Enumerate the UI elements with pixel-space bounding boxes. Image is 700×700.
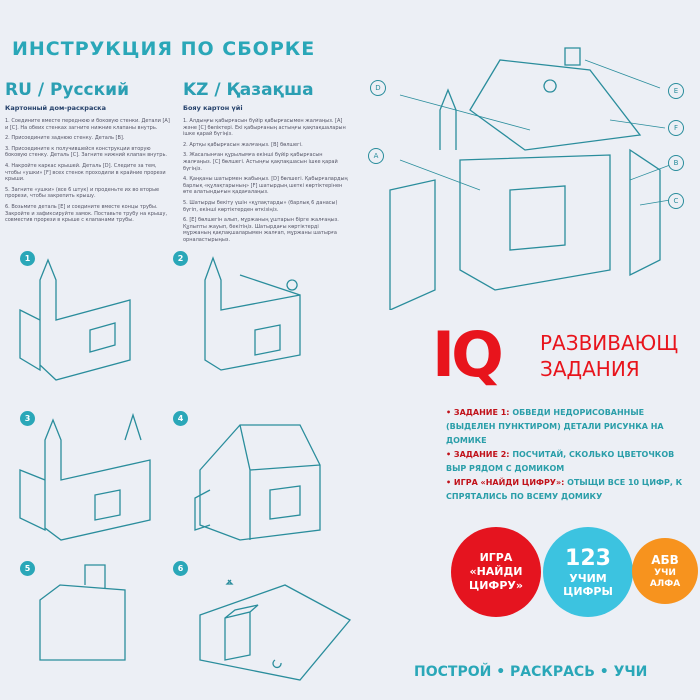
- page-title: ИНСТРУКЦИЯ ПО СБОРКЕ: [12, 38, 316, 60]
- task-3-text: ОТЫЩИ ВСЕ 10 ЦИФР, К СПРЯТАЛИСЬ ПО ВСЕМУ…: [446, 478, 683, 501]
- part-label-a: A: [368, 148, 384, 164]
- ru-step: 1. Соедините вместе переднюю и боковую с…: [5, 118, 170, 131]
- assembly-steps-illustration: [19, 256, 352, 681]
- step-2-drawing: [204, 256, 301, 371]
- iq-tasks: • ЗАДАНИЕ 1: ОБВЕДИ НЕДОРИСОВАННЫЕ (ВЫДЕ…: [446, 406, 692, 504]
- badge-line: «НАЙДИ: [469, 565, 523, 578]
- badge-line: УЧИМ: [569, 572, 607, 585]
- kz-step: 4. Қаңқаны шатырмен жабыңыз. [D] бөлшегі…: [183, 176, 348, 196]
- ru-step: 2. Присоедините заднюю стенку. Деталь [B…: [5, 135, 125, 142]
- step-number-2: 2: [173, 251, 188, 266]
- ru-heading: RU / Русский: [5, 80, 129, 100]
- letter-blocks-icon: АБВ: [651, 552, 679, 567]
- kz-step: 3. Жасалынған құрылымға екінші бүйір қаб…: [183, 152, 338, 172]
- badge-line: УЧИ: [654, 567, 676, 578]
- step-number-1: 1: [20, 251, 35, 266]
- task-1: • ЗАДАНИЕ 1: ОБВЕДИ НЕДОРИСОВАННЫЕ (ВЫДЕ…: [446, 408, 664, 445]
- ru-subtitle: Картонный дом-раскраска: [5, 104, 106, 112]
- kz-subtitle: Бояу картон үйі: [183, 104, 243, 112]
- ru-step: 4. Накройте каркас крышей. Деталь [D]. С…: [5, 162, 166, 183]
- badge-line: ЦИФРУ»: [469, 579, 523, 592]
- ru-step: 6. Возьмите деталь [E] и соедините вмест…: [5, 203, 168, 224]
- footer-slogan: ПОСТРОЙ • РАСКРАСЬ • УЧИ: [414, 664, 648, 680]
- ru-steps: 1. Соедините вместе переднюю и боковую с…: [5, 118, 170, 224]
- part-label-e: E: [668, 83, 684, 99]
- kz-step: 1. Алдыңғы қабырғасын бүйір қабырғасымен…: [183, 118, 346, 138]
- badge-line: ЦИФРЫ: [563, 585, 613, 598]
- kz-step: 2. Артқы қабырғасын жалғаңыз. [B] бөлшег…: [183, 141, 303, 148]
- step-number-4: 4: [173, 411, 188, 426]
- step-1-drawing: [19, 258, 131, 381]
- badge-line: АЛФА: [649, 578, 681, 589]
- step-6-drawing: [199, 579, 352, 681]
- exploded-house-diagram: [389, 47, 671, 310]
- ru-step: 5. Загните «ушки» (все 6 штук) и продень…: [5, 186, 160, 200]
- kz-heading: KZ / Қазақша: [183, 80, 314, 100]
- kz-step: 6. [E] бөлшегін алып, мұржаның ұштарын б…: [183, 217, 339, 243]
- part-label-c: C: [668, 193, 684, 209]
- iq-logo: IQ: [432, 318, 504, 391]
- task-3: • ИГРА «НАЙДИ ЦИФРУ»: ОТЫЩИ ВСЕ 10 ЦИФР,…: [446, 478, 683, 501]
- step-5-drawing: [39, 564, 126, 661]
- iq-heading-line1: РАЗВИВАЮЩ: [540, 331, 679, 355]
- part-label-f: F: [668, 120, 684, 136]
- ru-instructions: RU / Русский Картонный дом-раскраска 1. …: [5, 80, 170, 228]
- task-2-text: ПОСЧИТАЙ, СКОЛЬКО ЦВЕТОЧКОВ ВЫР РЯДОМ С …: [446, 450, 675, 473]
- iq-heading-line2: ЗАДАНИЯ: [540, 357, 640, 381]
- digits-icon: 123: [565, 546, 611, 571]
- ru-step: 3. Присоедините к получившейся конструкц…: [5, 145, 167, 159]
- kz-step: 5. Шатырды бекіту үшін «құлақтарды» (бар…: [183, 199, 338, 213]
- kz-instructions: KZ / Қазақша Бояу картон үйі 1. Алдыңғы …: [183, 80, 348, 248]
- badge-line: ИГРА: [479, 551, 513, 564]
- task-1-label: ЗАДАНИЕ 1:: [453, 408, 510, 417]
- task-2: • ЗАДАНИЕ 2: ПОСЧИТАЙ, СКОЛЬКО ЦВЕТОЧКОВ…: [446, 450, 675, 473]
- part-label-b: B: [668, 155, 684, 171]
- step-3-drawing: [19, 412, 151, 541]
- part-label-d: D: [370, 80, 386, 96]
- task-2-label: ЗАДАНИЕ 2:: [453, 450, 510, 459]
- task-1-text: ОБВЕДИ НЕДОРИСОВАННЫЕ (ВЫДЕЛЕН ПУНКТИРОМ…: [446, 408, 664, 445]
- task-3-label: ИГРА «НАЙДИ ЦИФРУ»:: [453, 478, 565, 487]
- step-number-6: 6: [173, 561, 188, 576]
- step-number-3: 3: [20, 411, 35, 426]
- step-4-drawing: [194, 424, 321, 541]
- kz-steps: 1. Алдыңғы қабырғасын бүйір қабырғасымен…: [183, 118, 348, 244]
- step-number-5: 5: [20, 561, 35, 576]
